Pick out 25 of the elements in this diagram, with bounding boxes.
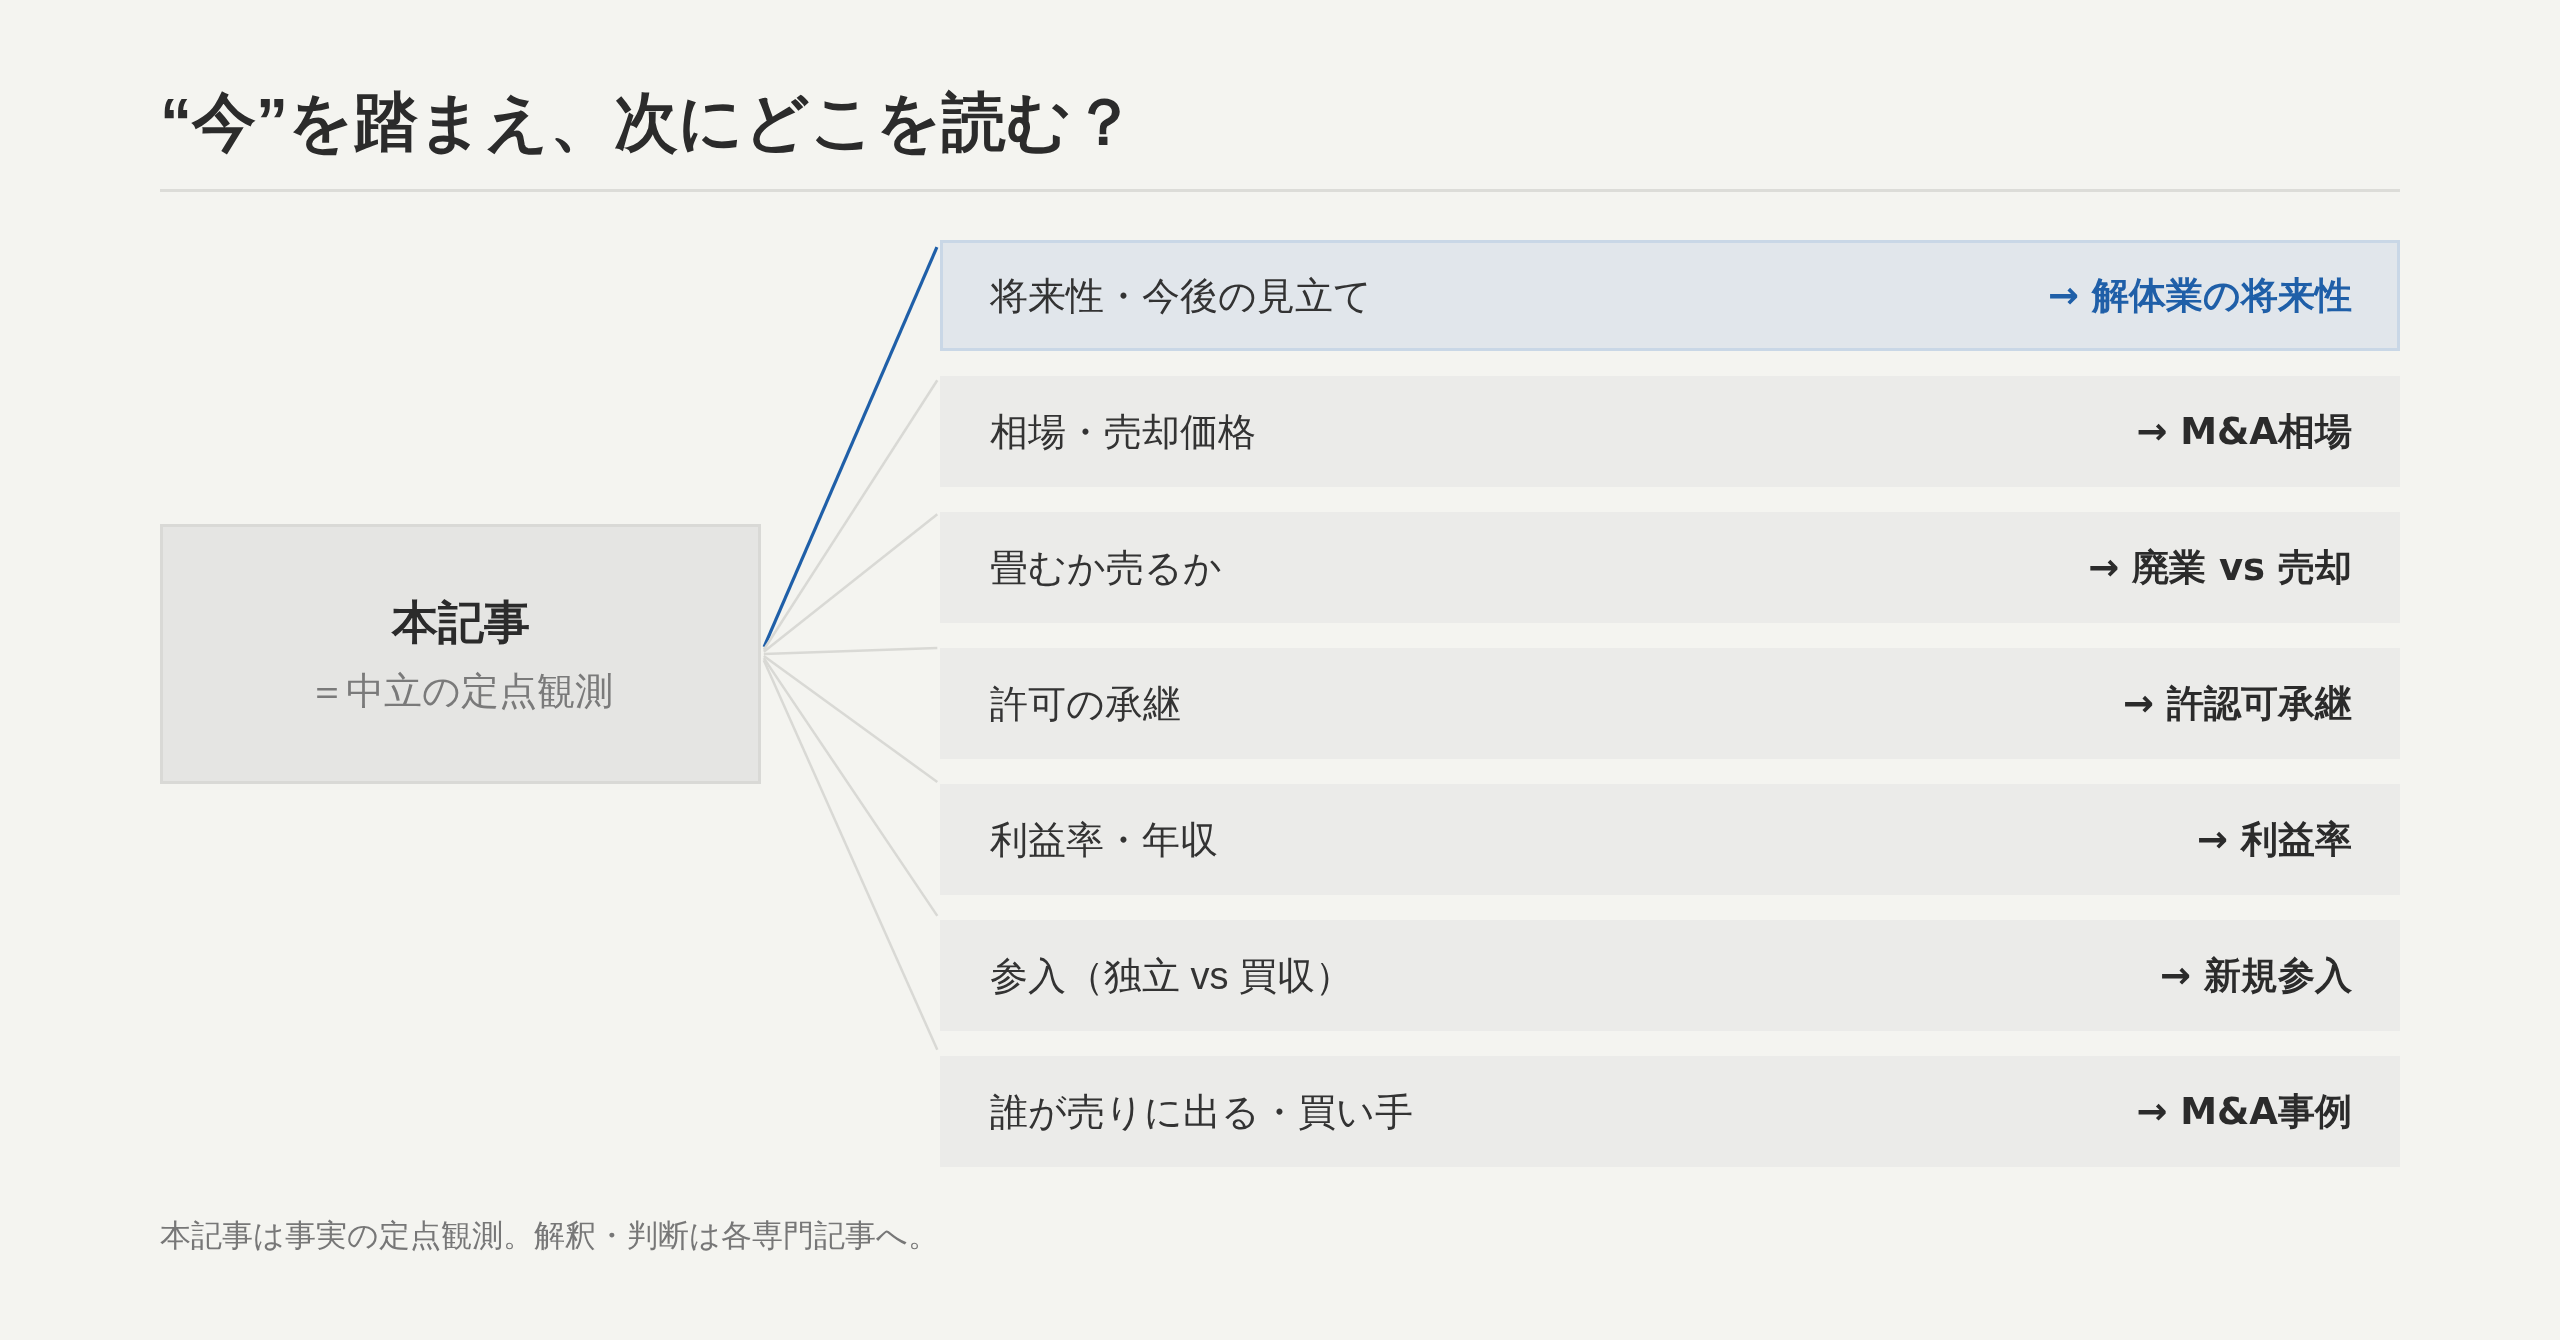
topic-text: 畳むか売るか [990,545,1222,591]
topic-text: 許可の承継 [990,681,1181,727]
connector-line [762,379,939,651]
connector-line [762,657,939,917]
topic-text: 相場・売却価格 [990,409,1256,455]
box-heading: 本記事 [391,595,530,650]
link-text: → 解体業の将来性 [2048,272,2352,319]
connector-line [762,246,939,648]
topic-text: 将来性・今後の見立て [990,273,1372,319]
link-text: → 利益率 [2197,816,2352,863]
link-text: → 廃業 vs 売却 [2088,544,2352,591]
box-subtitle: ＝中立の定点観測 [308,669,613,714]
connector-line [762,659,939,1051]
footnote: 本記事は事実の定点観測。解釈・判断は各専門記事へ。 [160,1217,939,1255]
topic-text: 誰が売りに出る・買い手 [990,1089,1413,1135]
topic-text: 利益率・年収 [990,817,1218,863]
connector-line [763,655,939,783]
topic-text: 参入（独立 vs 買収） [990,953,1354,999]
connector-line [763,513,939,653]
title: “今”を踏まえ、次にどこを読む？ [160,85,1136,160]
link-text: → M&A相場 [2136,408,2352,455]
connector-line [763,646,938,656]
link-text: → 許認可承継 [2123,680,2352,727]
link-text: → M&A事例 [2136,1088,2352,1135]
link-text: → 新規参入 [2160,952,2352,999]
